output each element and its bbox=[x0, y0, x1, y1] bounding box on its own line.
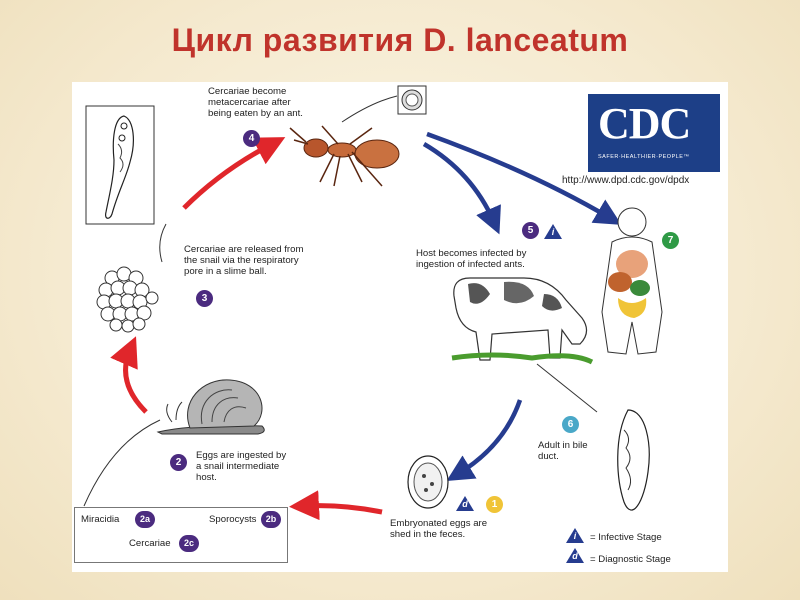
stage-1-badge: 1 bbox=[486, 496, 503, 513]
arrow-1-to-2 bbox=[289, 490, 383, 521]
stage-2-badge: 2 bbox=[170, 454, 187, 471]
stage-6-badge: 6 bbox=[562, 416, 579, 433]
stage-4-badge: 4 bbox=[243, 130, 260, 147]
sub-stage-legend: Miracidia 2a Sporocysts 2b Cercariae 2c bbox=[74, 507, 288, 563]
stage-5-badge: 5 bbox=[522, 222, 539, 239]
diagnostic-legend-symbol: d bbox=[566, 548, 584, 563]
snail-icon bbox=[156, 379, 265, 435]
diagnostic-stage-marker-1: d bbox=[456, 496, 474, 511]
miracidia-label: Miracidia bbox=[81, 514, 120, 525]
metacercaria-inset-icon bbox=[397, 85, 427, 115]
cdc-url: http://www.dpd.cdc.gov/dpdx bbox=[562, 175, 690, 186]
arrow-3-to-4 bbox=[182, 137, 286, 210]
slide-title: Цикл развития D. lanceatum bbox=[171, 22, 629, 58]
slime-ball-icon bbox=[96, 266, 159, 333]
stage-7-badge: 7 bbox=[662, 232, 679, 249]
stage-2b-badge: 2b bbox=[261, 511, 281, 528]
arrow-human-to-egg bbox=[446, 399, 523, 482]
sporocysts-label: Sporocysts bbox=[209, 514, 257, 525]
stage-2a-badge: 2a bbox=[135, 511, 155, 528]
arrow-ant-to-human bbox=[426, 131, 622, 225]
stage-2c-badge: 2c bbox=[179, 535, 199, 552]
cdc-logo: CDC SAFER·HEALTHIER·PEOPLE™ bbox=[588, 94, 720, 172]
cow-icon bbox=[451, 277, 594, 365]
ant-icon bbox=[289, 125, 400, 187]
human-icon bbox=[601, 207, 663, 355]
diagnostic-legend-label: = Diagnostic Stage bbox=[590, 554, 671, 565]
adult-fluke-icon bbox=[85, 105, 155, 225]
arrow-2-to-3 bbox=[110, 336, 148, 414]
infective-stage-marker-5: i bbox=[544, 224, 562, 239]
egg-icon bbox=[407, 455, 449, 509]
infective-legend-label: = Infective Stage bbox=[590, 532, 662, 543]
stage-3-badge: 3 bbox=[196, 290, 213, 307]
life-cycle-artwork bbox=[83, 85, 663, 553]
cercariae-label: Cercariae bbox=[129, 538, 171, 549]
arrow-ant-to-cow bbox=[422, 142, 501, 235]
adult-in-bile-duct-icon bbox=[617, 409, 650, 511]
infective-legend-symbol: i bbox=[566, 528, 584, 543]
